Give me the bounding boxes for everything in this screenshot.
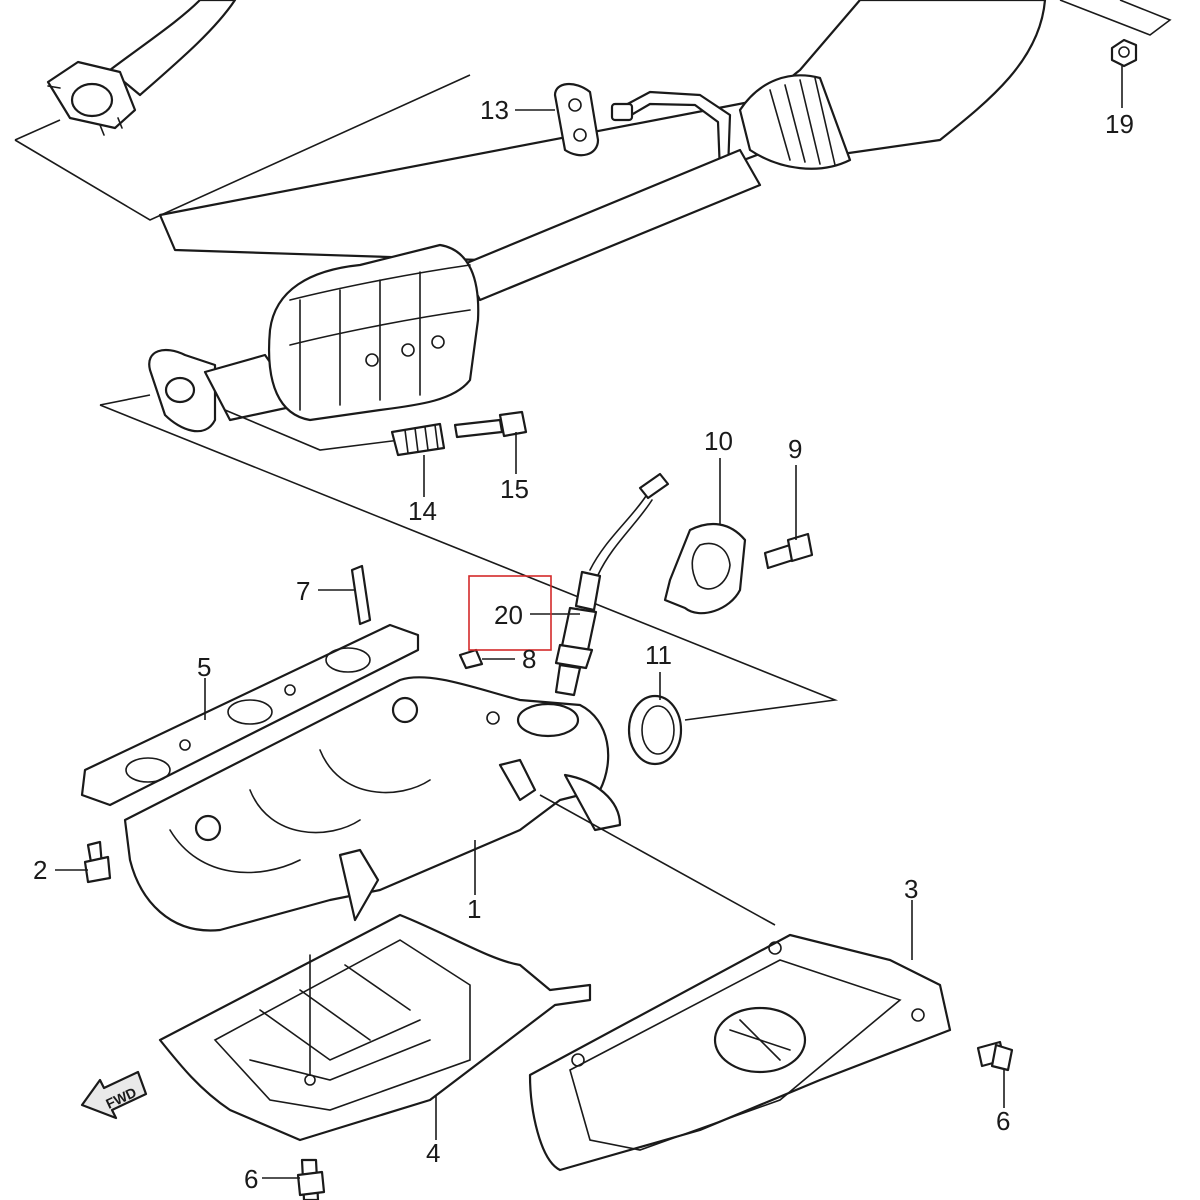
highlight-box (468, 575, 552, 651)
fwd-arrow-icon: FWD (80, 1070, 148, 1120)
callout-7: 7 (296, 576, 310, 606)
bolt (83, 840, 112, 884)
callout-13: 13 (480, 95, 509, 125)
gasket-flange (663, 523, 747, 615)
callout-numbers: 13 19 14 15 10 9 7 20 8 11 5 2 1 3 4 6 6 (33, 95, 1134, 1194)
callout-10: 10 (704, 426, 733, 456)
callout-14: 14 (408, 496, 437, 526)
callout-15: 15 (500, 474, 529, 504)
seal-ring (627, 694, 683, 766)
callout-8: 8 (522, 644, 536, 674)
front-pipe (14, 0, 471, 221)
hanger-rubber (553, 83, 600, 157)
oxygen-sensor (554, 472, 670, 697)
manifold-gasket (80, 623, 420, 807)
stud-bolt (350, 564, 372, 626)
bolt (296, 1158, 326, 1200)
callout-6-right: 6 (996, 1106, 1010, 1136)
callout-3: 3 (904, 874, 918, 904)
callout-5: 5 (197, 652, 211, 682)
bolt (763, 532, 814, 570)
leader-line (539, 794, 776, 926)
callout-11: 11 (645, 640, 672, 670)
bolt (976, 1040, 1014, 1072)
spring (390, 422, 446, 457)
exhaust-manifold (123, 648, 622, 932)
catalytic-converter (99, 243, 480, 451)
leader-line (99, 404, 839, 721)
center-pipe-muffler (158, 0, 1172, 302)
nut (1110, 38, 1138, 68)
callout-2: 2 (33, 855, 47, 885)
callout-1: 1 (467, 894, 481, 924)
bolt (453, 410, 528, 439)
callout-4: 4 (426, 1138, 440, 1168)
callout-leaders (55, 66, 1123, 1179)
callout-9: 9 (788, 434, 802, 464)
callout-19: 19 (1105, 109, 1134, 139)
callout-6-bottom: 6 (244, 1164, 258, 1194)
heat-shield-upper (528, 933, 952, 1172)
callout-20: 20 (494, 600, 523, 630)
heat-shield-lower (158, 913, 592, 1142)
